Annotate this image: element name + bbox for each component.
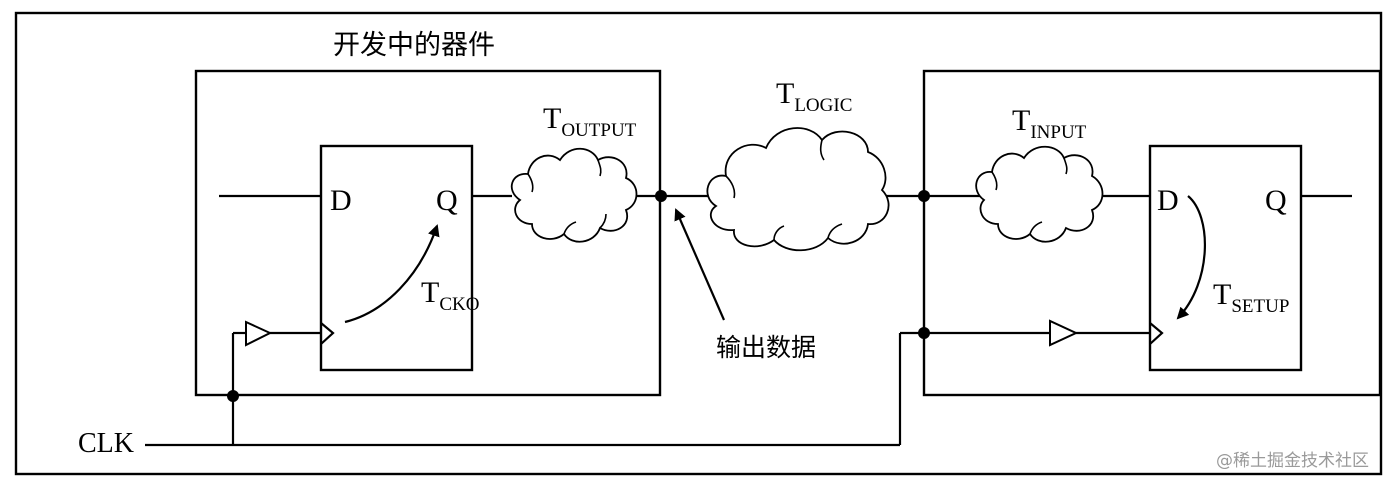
t-logic-cloud-detail xyxy=(725,139,843,241)
right-ff-q-label: Q xyxy=(1265,184,1287,217)
left-ff-d-label: D xyxy=(330,184,352,217)
right-ff-d-label: D xyxy=(1157,184,1179,217)
t-logic-cloud xyxy=(706,127,890,252)
t-logic-label: TLOGIC xyxy=(776,77,852,116)
t-input-sub: INPUT xyxy=(1030,122,1086,143)
t-logic-sub: LOGIC xyxy=(794,95,852,116)
output-data-label: 输出数据 xyxy=(716,333,816,362)
t-input-cloud-detail xyxy=(991,157,1068,235)
clk-label: CLK xyxy=(78,428,134,459)
t-input-label: TINPUT xyxy=(1012,104,1087,143)
right-device-box xyxy=(922,69,1382,397)
t-logic-main: T xyxy=(776,77,794,110)
t-cko-sub: CKO xyxy=(439,294,479,315)
t-input-cloud xyxy=(975,145,1104,243)
t-output-main: T xyxy=(543,102,561,135)
t-input-main: T xyxy=(1012,104,1030,137)
left-ff-q-label: Q xyxy=(436,184,458,217)
right-flip-flop: D Q xyxy=(1148,144,1303,372)
device-title: 开发中的器件 xyxy=(333,30,495,61)
t-cko-main: T xyxy=(421,276,439,309)
t-setup-main: T xyxy=(1213,278,1231,311)
t-output-cloud-detail xyxy=(527,159,607,235)
t-setup-label: TSETUP xyxy=(1213,278,1289,317)
t-output-sub: OUTPUT xyxy=(561,120,636,141)
t-output-cloud xyxy=(510,147,638,243)
left-clock-buffer xyxy=(245,320,273,347)
outer-frame xyxy=(14,11,1383,476)
t-cko-arrow xyxy=(344,224,440,324)
left-device-box xyxy=(194,69,662,397)
t-setup-arrow xyxy=(1176,195,1207,320)
t-cko-label: TCKO xyxy=(421,276,479,315)
watermark-text: @稀土掘金技术社区 xyxy=(1216,451,1369,471)
right-clock-buffer xyxy=(1049,319,1079,347)
output-junction-dot xyxy=(655,190,667,202)
left-flip-flop: D Q xyxy=(319,144,474,372)
t-output-label: TOUTPUT xyxy=(543,102,637,141)
t-setup-sub: SETUP xyxy=(1231,296,1289,317)
input-junction-dot xyxy=(918,190,930,202)
output-data-arrow xyxy=(674,208,726,321)
